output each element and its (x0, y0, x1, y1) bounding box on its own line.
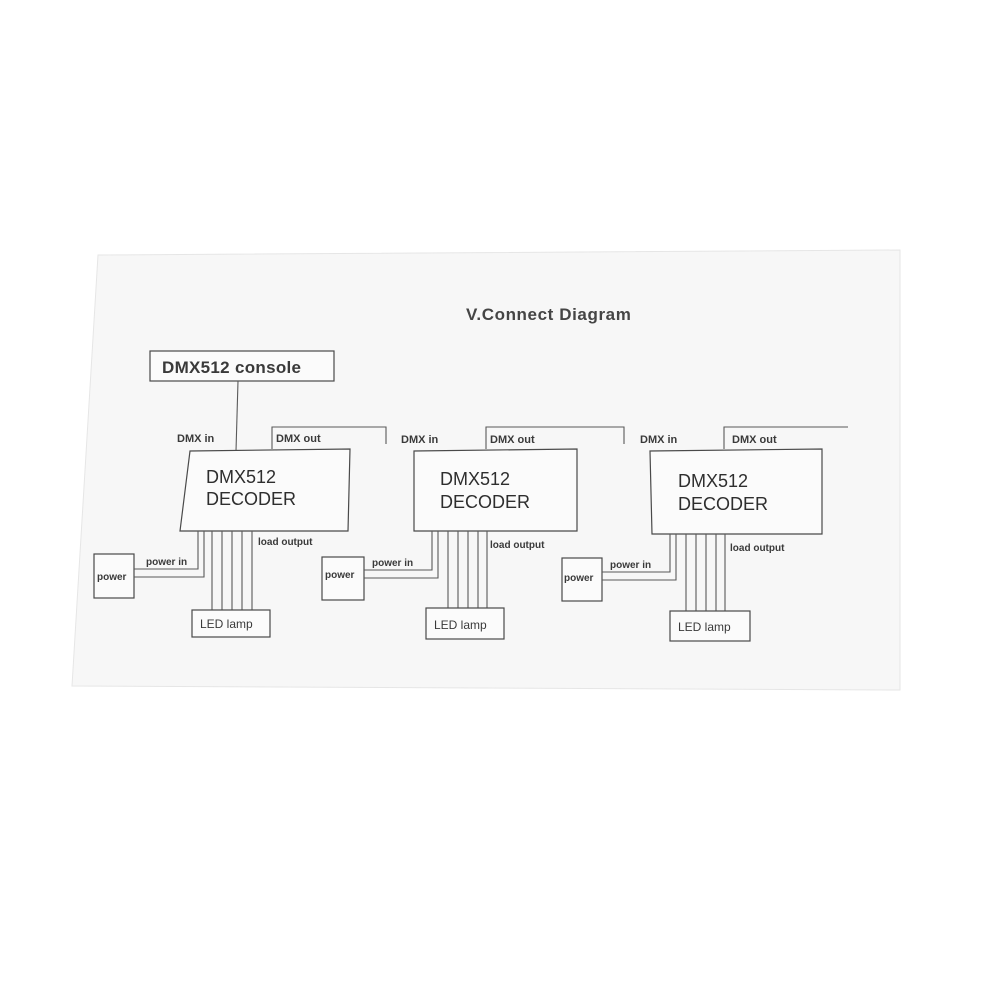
decoder-unit-3: DMX in DMX out DMX512 DECODER load outpu… (561, 434, 823, 642)
console-wire (235, 380, 239, 452)
led-lamp-box (191, 609, 271, 638)
decoder-line1: DMX512 (678, 471, 748, 491)
decoder-line2: DECODER (206, 489, 296, 509)
console-label: DMX512 console (162, 358, 301, 377)
dmx-chain-wire-2 (485, 426, 625, 449)
power-in-label: power in (610, 560, 651, 571)
power-in-label: power in (146, 557, 187, 568)
decoder-line2: DECODER (678, 494, 768, 514)
dmx-chain-wire-3 (723, 426, 848, 449)
decoder-unit-1: DMX in DMX out DMX512 DECODER load outpu… (93, 433, 351, 638)
dmx-in-label: DMX in (401, 434, 439, 446)
power-in-label: power in (372, 558, 413, 569)
power-label: power (97, 572, 127, 583)
led-lamp-label: LED lamp (434, 618, 487, 632)
decoder-box (413, 448, 578, 532)
dmx-out-label: DMX out (276, 433, 321, 445)
power-wire (602, 534, 671, 573)
load-output-label: load output (490, 540, 545, 551)
power-wire-return (134, 531, 205, 578)
dmx-out-label: DMX out (732, 434, 777, 446)
power-wire-return (364, 531, 439, 579)
diagram-title: V.Connect Diagram (466, 305, 631, 324)
power-box (93, 553, 135, 599)
power-wire-return (602, 534, 677, 581)
dmx-out-label: DMX out (490, 434, 535, 446)
dmx-in-label: DMX in (177, 433, 215, 445)
decoder-line1: DMX512 (206, 467, 276, 487)
dmx-in-label: DMX in (640, 434, 678, 446)
led-lamp-label: LED lamp (678, 620, 731, 634)
decoder-unit-2: DMX in DMX out DMX512 DECODER load outpu… (321, 434, 578, 640)
dmx-chain-wire-1 (271, 426, 387, 449)
led-lamp-label: LED lamp (200, 617, 253, 631)
led-lamp-box (425, 607, 505, 640)
power-box (321, 556, 365, 601)
decoder-line2: DECODER (440, 492, 530, 512)
decoder-box (649, 448, 823, 535)
power-label: power (325, 570, 355, 581)
console-box (149, 350, 335, 382)
power-box (561, 557, 603, 602)
led-lamp-box (669, 610, 751, 642)
decoder-line1: DMX512 (440, 469, 510, 489)
load-output-label: load output (258, 537, 313, 548)
power-wire (134, 531, 199, 570)
load-output-label: load output (730, 543, 785, 554)
decoder-box (179, 448, 351, 532)
power-wire (364, 531, 433, 571)
power-label: power (564, 573, 594, 584)
